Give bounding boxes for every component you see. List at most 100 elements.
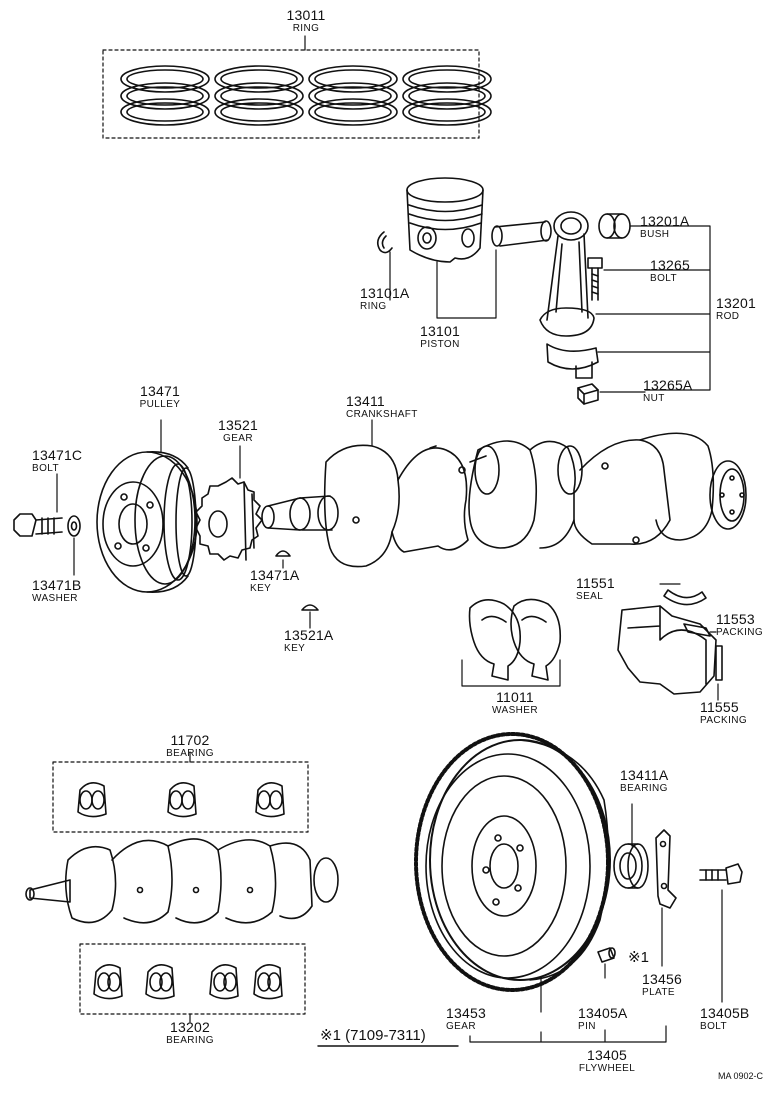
part-callout-13471b[interactable]: 13471B WASHER	[32, 578, 81, 604]
part-name: PACKING	[700, 715, 748, 726]
part-name: BOLT	[32, 463, 59, 474]
part-number: 13411	[346, 393, 385, 409]
part-name: BEARING	[620, 783, 668, 794]
crankshaft-13411[interactable]	[261, 432, 747, 568]
part-callout-11011[interactable]: 11011 WASHER	[485, 690, 545, 716]
part-name: BEARING	[166, 1035, 214, 1046]
part-number: 13456	[642, 971, 682, 987]
connecting-rod-13201[interactable]	[539, 211, 599, 379]
dowel-pin-13405a[interactable]	[597, 947, 616, 963]
part-callout-13411[interactable]: 13411 CRANKSHAFT	[346, 394, 418, 420]
piston-pin[interactable]	[491, 220, 552, 247]
part-number: 13265	[650, 257, 690, 273]
part-callout-13521[interactable]: 13521 GEAR	[212, 418, 264, 444]
rod-bearing-set-13202[interactable]	[79, 943, 306, 1023]
part-number: 11702	[170, 732, 210, 748]
part-callout-13405a[interactable]: 13405A PIN	[578, 1006, 627, 1032]
key-13521a[interactable]	[301, 604, 319, 611]
part-name: BOLT	[650, 273, 677, 284]
part-callout-13101a[interactable]: 13101A RING	[360, 286, 409, 312]
part-callout-13265a[interactable]: 13265A NUT	[643, 378, 692, 404]
key-13471a[interactable]	[275, 550, 291, 557]
seal-11551[interactable]	[663, 589, 707, 606]
part-callout-13405b[interactable]: 13405B BOLT	[700, 1006, 749, 1032]
washer-13471b[interactable]	[67, 515, 81, 537]
part-callout-13456[interactable]: 13456 PLATE	[642, 972, 682, 998]
part-name: GEAR	[223, 433, 253, 444]
main-bearing-set-11702[interactable]	[52, 751, 309, 833]
part-callout-13471[interactable]: 13471 PULLEY	[132, 384, 188, 410]
part-name: PLATE	[642, 987, 675, 998]
part-number: 13201	[716, 295, 756, 311]
packing-11553[interactable]	[683, 623, 711, 637]
part-number: 13471	[140, 383, 180, 399]
part-number: 13411A	[620, 767, 669, 783]
part-callout-11702[interactable]: 11702 BEARING	[158, 733, 222, 759]
plate-marker: ※1	[628, 949, 649, 966]
part-number: 11011	[496, 689, 534, 705]
part-number: 13453	[446, 1005, 486, 1021]
part-name: CRANKSHAFT	[346, 409, 418, 420]
part-callout-13201a[interactable]: 13201A BUSH	[640, 214, 689, 240]
pilot-bearing-13411a[interactable]	[613, 843, 649, 889]
plate-13456[interactable]	[655, 829, 677, 909]
part-number: 13101	[420, 323, 460, 339]
ring-set-13011[interactable]	[102, 35, 492, 139]
packing-11555[interactable]	[715, 645, 723, 681]
part-number: 13471B	[32, 577, 82, 593]
flywheel-bolt-13405b[interactable]	[699, 863, 743, 885]
part-name: NUT	[643, 393, 665, 404]
part-name: BOLT	[700, 1021, 727, 1032]
part-name: SEAL	[576, 591, 604, 602]
part-name: WASHER	[32, 593, 78, 604]
part-callout-11555[interactable]: 11555 PACKING	[700, 700, 747, 726]
part-callout-13471a[interactable]: 13471A KEY	[250, 568, 299, 594]
ring-gear-13453[interactable]	[414, 732, 610, 992]
part-callout-13453[interactable]: 13453 GEAR	[446, 1006, 486, 1032]
part-callout-13101[interactable]: 13101 PISTON	[414, 324, 466, 350]
part-number: 13471C	[32, 447, 83, 463]
part-callout-13521a[interactable]: 13521A KEY	[284, 628, 333, 654]
part-callout-13265[interactable]: 13265 BOLT	[650, 258, 690, 284]
timing-gear-13521[interactable]	[195, 477, 263, 561]
part-name: PISTON	[420, 339, 460, 350]
part-name: KEY	[284, 643, 306, 654]
rod-bolt-13265[interactable]	[587, 257, 603, 301]
part-name: ROD	[716, 311, 740, 322]
part-number: 13521	[218, 417, 258, 433]
part-number: 11551	[576, 575, 615, 591]
part-callout-13405[interactable]: 13405 FLYWHEEL	[574, 1048, 640, 1074]
part-number: 13202	[170, 1019, 210, 1035]
part-callout-11551[interactable]: 11551 SEAL	[576, 576, 615, 602]
part-number: 13101A	[360, 285, 410, 301]
bearing-cap[interactable]	[617, 605, 717, 695]
part-name: PIN	[578, 1021, 596, 1032]
pulley-bolt-13471c[interactable]	[13, 513, 63, 537]
part-number: 13521A	[284, 627, 334, 643]
part-name: BEARING	[166, 748, 214, 759]
thrust-washer-11011[interactable]	[468, 598, 562, 681]
part-number: 13011	[286, 7, 326, 23]
part-callout-11553[interactable]: 11553 PACKING	[716, 612, 763, 638]
rod-bush-13201a[interactable]	[598, 213, 631, 239]
part-callout-13201[interactable]: 13201 ROD	[716, 296, 756, 322]
part-number: 13201A	[640, 213, 690, 229]
part-callout-13471c[interactable]: 13471C BOLT	[32, 448, 82, 474]
part-callout-13011[interactable]: 13011 RING	[282, 8, 330, 34]
part-number: 13265A	[643, 377, 693, 393]
part-number: 11553	[716, 611, 755, 627]
part-name: BUSH	[640, 229, 670, 240]
snap-ring-13101a[interactable]	[376, 231, 393, 254]
part-number: 13471A	[250, 567, 300, 583]
pulley-13471[interactable]	[96, 451, 198, 593]
part-number: 13405	[587, 1047, 627, 1063]
crankshaft-assembly[interactable]	[25, 838, 339, 924]
part-callout-13411a[interactable]: 13411A BEARING	[620, 768, 668, 794]
rod-nut-13265a[interactable]	[577, 383, 599, 405]
part-name: PACKING	[716, 627, 764, 638]
part-name: RING	[360, 301, 387, 312]
part-callout-13202[interactable]: 13202 BEARING	[162, 1020, 218, 1046]
piston-13101[interactable]	[406, 177, 484, 263]
